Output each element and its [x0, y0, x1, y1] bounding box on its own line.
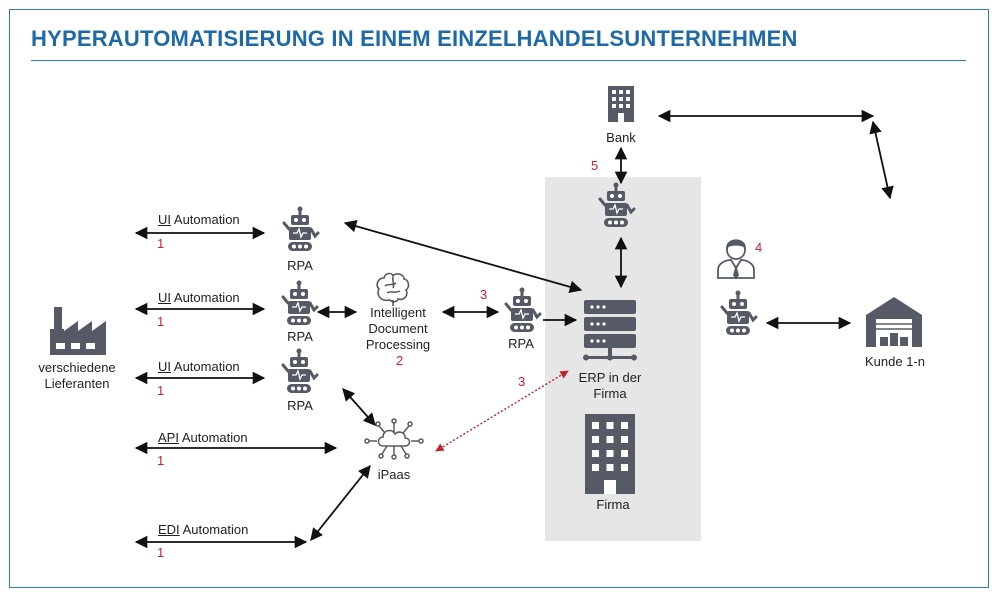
rpa-label: RPA [287, 258, 313, 273]
channel-label-ui-2: UI Automation [158, 290, 240, 305]
cloud-network-icon [364, 418, 424, 460]
channel-number: 1 [157, 545, 165, 560]
channel-number: 1 [157, 383, 165, 398]
rpa-robot-icon [282, 205, 320, 253]
building-icon [608, 86, 634, 122]
brain-icon [376, 272, 410, 306]
kunde-label: Kunde 1-n [865, 354, 925, 369]
connectors [134, 109, 894, 549]
channel-label-ui-3: UI Automation [158, 359, 240, 374]
rpa-robot-icon [281, 279, 319, 327]
firma-label: Firma [596, 497, 630, 512]
rpa-middle-label: RPA [508, 336, 534, 351]
person-icon [717, 239, 755, 280]
suppliers-label: verschiedene Lieferanten [38, 360, 116, 391]
rpa-robot-icon [504, 286, 542, 334]
channel-number: 1 [157, 314, 165, 329]
server-icon [583, 300, 637, 361]
agent-robot-icon [720, 289, 758, 337]
rpa-robot-icon [281, 347, 319, 395]
channel-label-edi: EDI Automation [158, 522, 249, 537]
office-building-icon [585, 414, 635, 494]
idp-label: Intelligent Document Processing [365, 305, 431, 352]
bank-number: 5 [591, 158, 599, 173]
ipaas-label: iPaas [377, 467, 411, 482]
page-title: HYPERAUTOMATISIERUNG IN EINEM EINZELHAND… [31, 26, 798, 51]
rpa-label: RPA [287, 398, 313, 413]
channel-number: 1 [157, 236, 165, 251]
rpa-middle-number: 3 [480, 287, 488, 302]
channel-label-api: API Automation [158, 430, 248, 445]
ipaas-erp-number: 3 [518, 374, 526, 389]
factory-icon [50, 307, 106, 355]
erp-robot-icon [598, 181, 636, 229]
idp-number: 2 [396, 353, 404, 368]
warehouse-icon [866, 297, 922, 347]
bank-label: Bank [606, 130, 636, 145]
channel-label-ui-1: UI Automation [158, 212, 240, 227]
channel-number: 1 [157, 453, 165, 468]
agent-number: 4 [755, 240, 763, 255]
title-divider [31, 60, 966, 61]
erp-label: ERP in der Firma [578, 370, 642, 401]
diagram-frame [9, 9, 989, 588]
ipaas-erp-connector [435, 370, 569, 452]
rpa-label: RPA [287, 329, 313, 344]
